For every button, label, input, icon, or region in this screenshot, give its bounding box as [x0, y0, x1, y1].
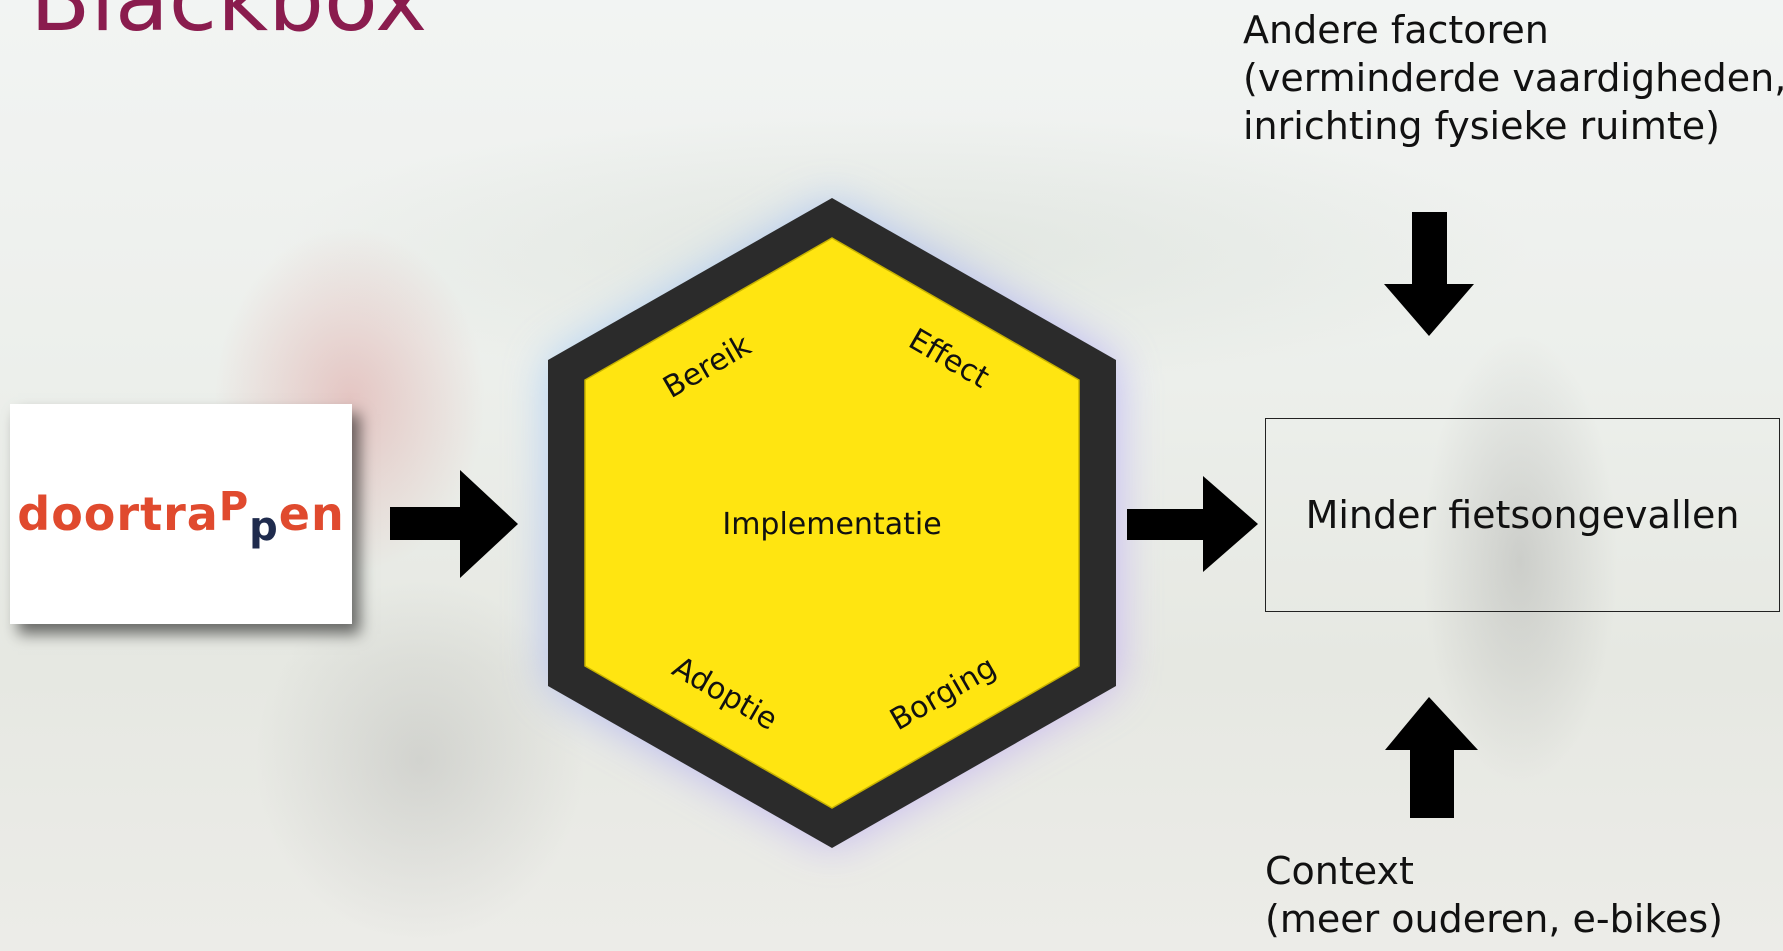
context-line1: Context [1265, 849, 1414, 893]
other-factors-line2: (verminderde vaardigheden, [1243, 56, 1783, 100]
other-factors-line1: Andere factoren [1243, 8, 1549, 52]
outcome-label: Minder fietsongevallen [1305, 493, 1740, 537]
arrow-context-up [1385, 697, 1478, 818]
outcome-box: Minder fietsongevallen [1265, 418, 1780, 612]
other-factors-line3: inrichting fysieke ruimte) [1243, 104, 1720, 148]
logo-wordmark: doortraPpen [17, 484, 345, 550]
arrow-hexagon-to-outcome [1127, 476, 1258, 572]
arrow-factors-down [1384, 212, 1474, 336]
context-line2: (meer ouderen, e-bikes) [1265, 897, 1723, 941]
other-factors-text: Andere factoren (verminderde vaardighede… [1243, 6, 1783, 150]
slide-title: Blackbox [30, 0, 427, 51]
context-text: Context (meer ouderen, e-bikes) [1265, 847, 1723, 943]
hexagon-fill [584, 237, 1080, 809]
arrow-logo-to-hexagon [390, 470, 518, 578]
doortrappen-logo: doortraPpen [10, 404, 352, 624]
hexagon-center-label: Implementatie [722, 507, 941, 542]
